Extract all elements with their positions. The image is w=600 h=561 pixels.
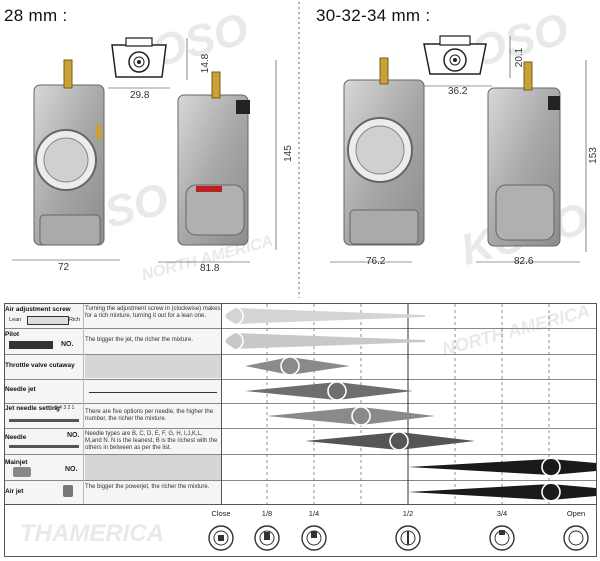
range-air-jet <box>408 484 596 500</box>
grid-dashes <box>266 304 550 504</box>
front-view-30-34 <box>330 57 425 263</box>
needle-no-label: NO. <box>67 432 80 439</box>
jet-needle-icon <box>9 419 79 422</box>
range-jet-needle <box>267 407 435 425</box>
heading-28mm: 28 mm : <box>4 6 68 25</box>
row-desc-bg-cutaway <box>85 355 221 378</box>
screw-icon <box>27 316 69 325</box>
range-pilot <box>223 333 425 349</box>
row-desc-air-screw: Turning the adjustment screw in (clockwi… <box>85 306 221 319</box>
row-desc-air-jet: The bigger the powerjet, the richer the … <box>85 484 210 490</box>
carburetor-diagrams <box>12 35 587 263</box>
row-label-jet-needle: Jet needle setting <box>5 405 60 412</box>
pilot-jet-icon <box>9 341 53 349</box>
throttle-label-1-8: 1/8 <box>261 509 273 518</box>
tuning-chart: Air adjustment screw Lean Rich Turning t… <box>4 303 597 557</box>
throttle-valve-icons <box>208 525 589 551</box>
dim-small-front-width: 72 <box>58 262 70 273</box>
dim-small-top-height: 14.8 <box>200 53 212 74</box>
pilot-no-label: NO. <box>61 341 74 348</box>
row-desc-needle: Needle types are B, C, D, E, F, G, H, I,… <box>85 431 218 451</box>
dim-large-height: 153 <box>587 147 599 164</box>
throttle-range-chart <box>223 306 596 502</box>
rich-label: Rich <box>69 317 81 323</box>
jet-needle-scale: 5 4 3 2 1 <box>55 405 75 411</box>
valve-1-8-icon <box>254 525 280 551</box>
dim-large-top-width: 36.2 <box>448 86 468 97</box>
range-needle-jet <box>245 382 413 400</box>
throttle-label-1-4: 1/4 <box>308 509 320 518</box>
heading-30-34mm: 30-32-34 mm : <box>316 6 431 25</box>
row-label-air-jet: Air jet <box>5 488 24 495</box>
range-air-screw <box>223 308 425 324</box>
top-view-28 <box>108 37 188 89</box>
row-label-needle: Needle <box>5 434 27 441</box>
side-view-28 <box>158 60 277 263</box>
row-label-throttle-cutaway: Throttle valve cutaway <box>5 362 75 369</box>
row-label-mainjet: Mainjet <box>5 459 28 466</box>
lean-label: Lean <box>9 317 22 323</box>
row-desc-jet-needle: There are five options per needle, the h… <box>85 409 214 422</box>
throttle-label-close: Close <box>211 509 231 518</box>
throttle-label-1-2: 1/2 <box>402 509 414 518</box>
dim-large-front-width: 76.2 <box>366 256 386 267</box>
section-divider <box>298 2 300 298</box>
needle-icon <box>9 445 79 448</box>
valve-1-4-icon <box>301 525 327 551</box>
row-label-air-screw: Air adjustment screw <box>5 306 71 313</box>
range-mainjet <box>408 459 596 475</box>
dim-small-height: 145 <box>282 145 294 162</box>
top-view-30-34 <box>420 35 511 87</box>
row-label-needle-jet: Needle jet <box>5 386 36 393</box>
row-label-pilot: Pilot <box>5 331 20 338</box>
front-view-28 <box>12 59 120 261</box>
dim-large-side-width: 82.6 <box>514 256 534 267</box>
row-desc-bg-mainjet <box>85 455 221 480</box>
row-desc-pilot: The bigger the jet, the richer the mixtu… <box>85 337 194 343</box>
side-view-30-34 <box>476 60 587 263</box>
valve-close-icon <box>208 525 234 551</box>
air-jet-icon <box>63 485 73 497</box>
region-watermark-bottom: THAMERICA <box>20 520 164 547</box>
range-cutaway <box>245 357 350 375</box>
throttle-label-3-4: 3/4 <box>496 509 508 518</box>
dim-small-top-width: 29.8 <box>130 90 150 101</box>
dim-large-top-height: 20.1 <box>514 47 526 68</box>
mainjet-no-label: NO. <box>65 466 78 473</box>
valve-1-2-icon <box>395 525 421 551</box>
needle-jet-line <box>89 392 217 393</box>
valve-open-icon <box>563 525 589 551</box>
mainjet-icon <box>13 467 31 477</box>
throttle-label-open: Open <box>566 509 586 518</box>
dim-small-side-width: 81.8 <box>200 263 220 274</box>
valve-3-4-icon <box>489 525 515 551</box>
